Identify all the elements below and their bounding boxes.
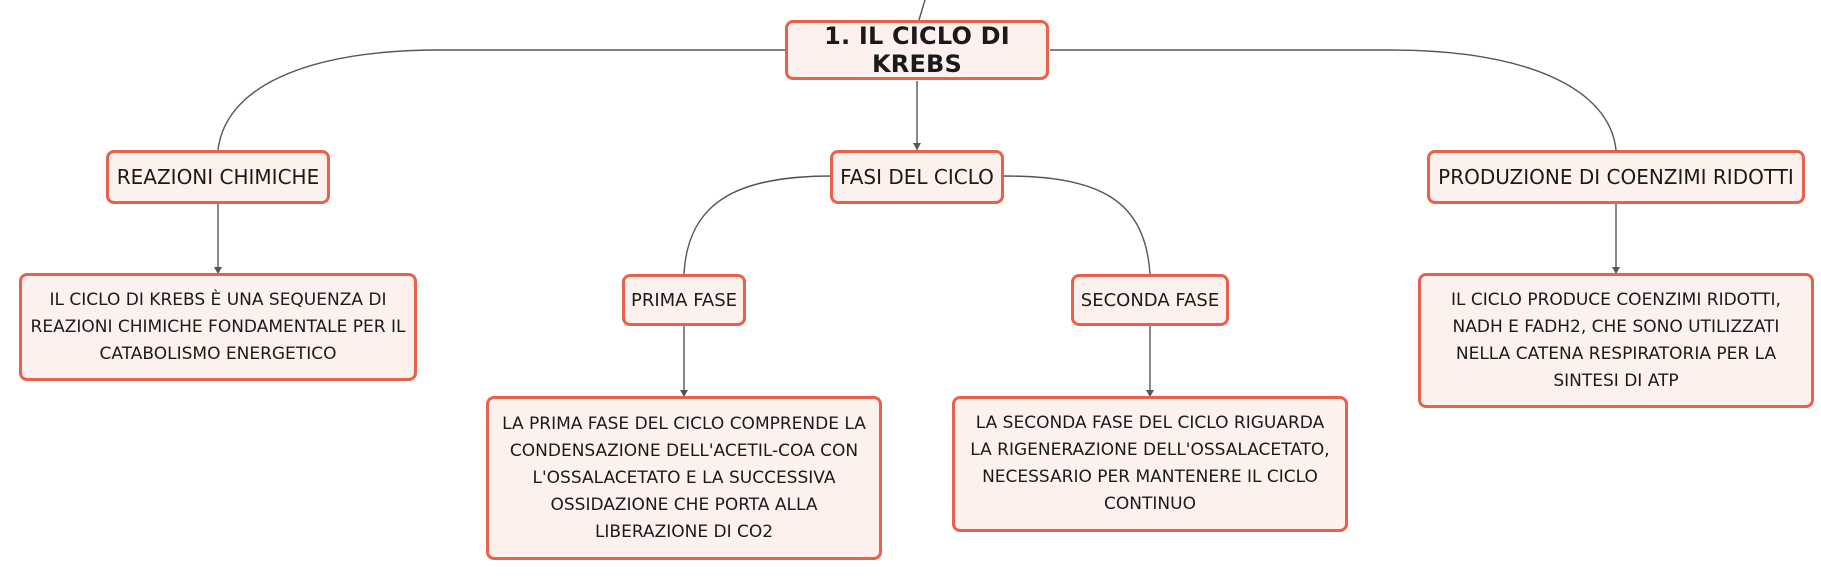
arrowhead-seconda — [1146, 390, 1154, 397]
detail-prima-fase[interactable]: LA PRIMA FASE DEL CICLO COMPRENDE LA CON… — [486, 396, 882, 560]
phase-prima-fase[interactable]: PRIMA FASE — [622, 274, 746, 326]
connector-root-reazioni — [217, 49, 787, 151]
detail-reazioni-chimiche[interactable]: IL CICLO DI KREBS È UNA SEQUENZA DI REAZ… — [19, 273, 417, 381]
arrowhead-fasi — [913, 143, 921, 150]
arrowhead-reazioni — [214, 267, 222, 274]
branch-reazioni-chimiche[interactable]: REAZIONI CHIMICHE — [106, 150, 330, 204]
connector-fasi-seconda — [1003, 175, 1151, 275]
branch-produzione-coenzimi[interactable]: PRODUZIONE DI COENZIMI RIDOTTI — [1427, 150, 1805, 204]
arrowhead-produzione — [1612, 267, 1620, 274]
branch-fasi-del-ciclo[interactable]: FASI DEL CICLO — [830, 150, 1004, 204]
detail-produzione-coenzimi[interactable]: IL CICLO PRODUCE COENZIMI RIDOTTI, NADH … — [1418, 273, 1814, 408]
arrowhead-prima — [680, 390, 688, 397]
detail-seconda-fase[interactable]: LA SECONDA FASE DEL CICLO RIGUARDA LA RI… — [952, 396, 1348, 532]
phase-seconda-fase[interactable]: SECONDA FASE — [1071, 274, 1229, 326]
connector-incoming — [918, 0, 926, 21]
root-node[interactable]: 1. IL CICLO DI KREBS — [785, 20, 1049, 80]
connector-fasi-prima — [683, 175, 833, 275]
connector-root-produzione — [1050, 49, 1617, 151]
